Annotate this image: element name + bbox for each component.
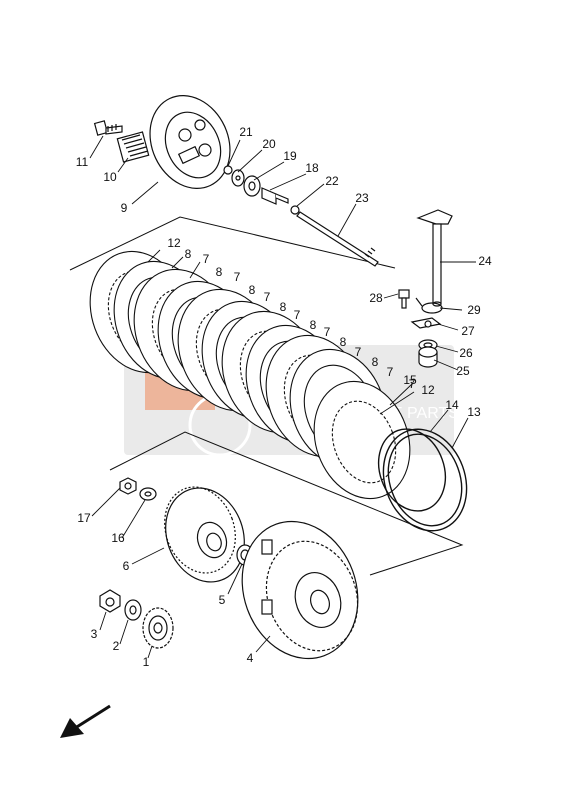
callout-8: 8 [215,265,223,279]
callout-8: 8 [248,283,256,297]
push-rod-23 [296,211,379,267]
ball-22 [290,205,300,215]
callout-4: 4 [246,651,254,665]
callout-15: 15 [403,373,417,387]
washer-20 [231,169,245,187]
callout-3: 3 [90,627,98,641]
callout-26: 26 [459,346,473,360]
callout-10: 10 [103,170,117,184]
callout-11: 11 [75,155,89,169]
callout-7: 7 [293,308,301,322]
callout-20: 20 [262,137,276,151]
bolt-28 [398,289,410,309]
callout-29: 29 [467,303,481,317]
callout-9: 9 [120,201,128,215]
arrow-down-left-icon [60,704,111,738]
callout-8: 8 [339,335,347,349]
nut-3 [99,589,121,613]
callout-7: 7 [202,252,210,266]
callout-8: 8 [279,300,287,314]
spring-seat-14 [377,428,447,512]
lock-washer-2 [124,599,142,621]
callout-7: 7 [263,290,271,304]
clutch-boss-6 [164,486,245,583]
callout-21: 21 [239,125,253,139]
callout-23: 23 [355,191,369,205]
callout-1: 1 [142,655,150,669]
clutch-spring [116,131,150,163]
callout-22: 22 [325,174,339,188]
callout-7: 7 [408,377,416,391]
callout-28: 28 [369,291,383,305]
friction-plate [313,380,411,500]
pressure-plate [149,95,231,189]
push-rod-18 [261,187,289,205]
cushion-spring-13 [382,428,468,532]
bearing-19 [243,175,261,197]
callout-8: 8 [371,355,379,369]
callout-25: 25 [456,364,470,378]
callout-12: 12 [167,236,181,250]
push-lever-shaft [416,209,453,307]
clutch-housing-4 [241,520,359,660]
plate-stack [89,250,411,500]
washer-21 [223,165,233,175]
callout-19: 19 [283,149,297,163]
spring-bolt [93,120,123,136]
callout-27: 27 [461,324,475,338]
callout-7: 7 [386,365,394,379]
callout-8: 8 [184,247,192,261]
callout-8: 8 [309,318,317,332]
callout-5: 5 [218,593,226,607]
callout-7: 7 [233,270,241,284]
callout-13: 13 [467,405,481,419]
callout-16: 16 [111,531,125,545]
callout-24: 24 [478,254,492,268]
callout-12: 12 [421,383,435,397]
callout-18: 18 [305,161,319,175]
callout-7: 7 [323,325,331,339]
lock-washer-16 [139,487,157,501]
callout-14: 14 [445,398,459,412]
callout-17: 17 [77,511,91,525]
callout-6: 6 [122,559,130,573]
callout-2: 2 [112,639,120,653]
leader-lines [89,135,476,659]
callout-7: 7 [354,345,362,359]
primary-drive-gear-1 [142,607,174,649]
nut-17 [119,477,137,495]
bearing-25 [418,346,438,368]
plate-27 [410,317,442,329]
plate-stack-frame [69,216,464,576]
